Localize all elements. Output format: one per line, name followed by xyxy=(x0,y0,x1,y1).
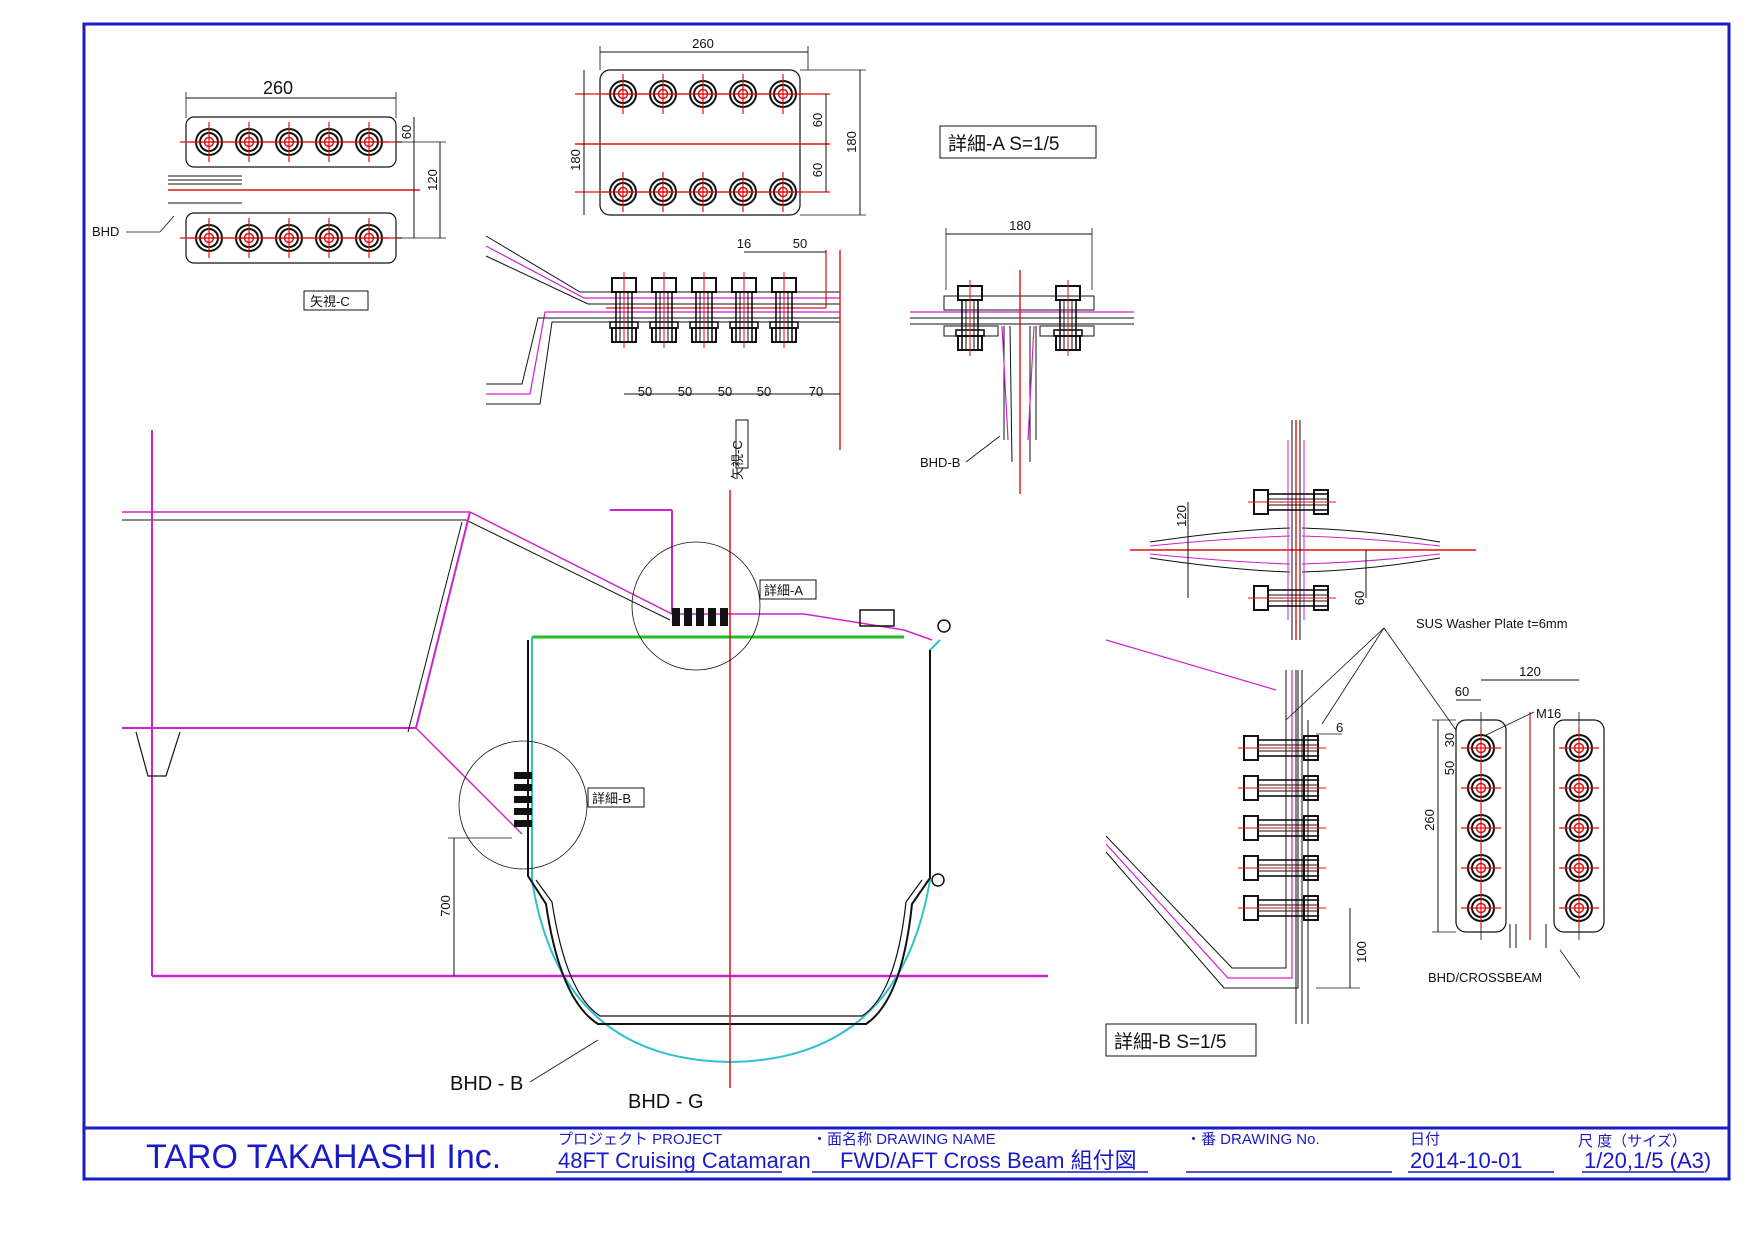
dim-main-700: 700 xyxy=(438,895,453,917)
detail-b-title-box xyxy=(1105,1023,1257,1057)
dim-detb-120: 120 xyxy=(1174,505,1189,527)
dim-sec-16: 16 xyxy=(737,236,751,251)
dim-plate-260: 260 xyxy=(1422,809,1437,831)
dim-deta-180: 180 xyxy=(1009,218,1031,233)
dim-top-left-height: 180 xyxy=(568,149,583,171)
title-detail-b: 詳細-B S=1/5 xyxy=(1114,1031,1226,1053)
detail-b-callout-box xyxy=(587,787,645,808)
label-view-c-arrow: 矢視-C xyxy=(730,440,745,480)
view-c-plan xyxy=(126,92,446,311)
label-bhd-b-small: BHD-B xyxy=(920,455,960,470)
drawing-name-value: FWD/AFT Cross Beam 組付図 xyxy=(840,1148,1137,1173)
dim-sec-50-a: 50 xyxy=(638,384,652,399)
section-bolted-joint xyxy=(485,235,841,450)
detail-a-callout-box xyxy=(759,579,817,600)
dim-top-pitch2: 60 xyxy=(810,163,825,177)
dim-detb-6: 6 xyxy=(1336,720,1343,735)
drawing-no-label: ・番 DRAWING No. xyxy=(1186,1131,1320,1148)
dim-viewc-height: 120 xyxy=(425,169,440,191)
dim-top-pitch1: 60 xyxy=(810,113,825,127)
project-value: 48FT Cruising Catamaran xyxy=(558,1148,811,1173)
dim-viewc-width: 260 xyxy=(263,78,293,98)
sus-washer-leaders xyxy=(1285,627,1457,731)
main-assembly xyxy=(122,419,1048,1088)
label-m16: M16 xyxy=(1536,706,1561,721)
label-view-c-box: 矢視-C xyxy=(310,294,350,309)
label-detail-b-callout: 詳細-B xyxy=(592,791,631,806)
title-detail-a: 詳細-A S=1/5 xyxy=(948,133,1059,155)
sheet-frame xyxy=(82,22,1731,1181)
dim-plate-50: 50 xyxy=(1442,761,1457,775)
title-block: TARO TAKAHASHI Inc. プロジェクト PROJECT 48FT … xyxy=(146,1131,1711,1176)
label-bhd: BHD xyxy=(92,224,119,239)
dim-plate-30: 30 xyxy=(1442,733,1457,747)
scale-value: 1/20,1/5 (A3) xyxy=(1584,1148,1711,1173)
label-bhd-b-main: BHD - B xyxy=(450,1073,523,1095)
detail-b-bulkhead xyxy=(1105,639,1360,1024)
label-detail-a-callout: 詳細-A xyxy=(764,583,803,598)
label-sus-washer: SUS Washer Plate t=6mm xyxy=(1416,616,1568,631)
date-label: 日付 xyxy=(1410,1131,1440,1148)
detail-b-cross xyxy=(1130,420,1476,640)
top-bolt-plan xyxy=(575,46,866,216)
scale-label: 尺 度（サイズ） xyxy=(1578,1133,1687,1150)
label-bhd-crossbeam: BHD/CROSSBEAM xyxy=(1428,970,1542,985)
drawing-name-label: ・面名称 DRAWING NAME xyxy=(812,1131,996,1148)
dim-plate-120: 120 xyxy=(1519,664,1541,679)
dim-sec-50-b: 50 xyxy=(678,384,692,399)
dim-viewc-pitch: 60 xyxy=(399,125,414,139)
label-bhd-g-main: BHD - G xyxy=(628,1091,704,1113)
project-label: プロジェクト PROJECT xyxy=(558,1131,722,1148)
dim-sec-70: 70 xyxy=(809,384,823,399)
date-value: 2014-10-01 xyxy=(1410,1148,1523,1173)
dim-sec-50-top: 50 xyxy=(793,236,807,251)
dim-detb-100: 100 xyxy=(1354,941,1369,963)
dim-sec-50-d: 50 xyxy=(757,384,771,399)
dim-plate-60: 60 xyxy=(1455,684,1469,699)
dim-top-height: 180 xyxy=(844,131,859,153)
dim-sec-50-c: 50 xyxy=(718,384,732,399)
washer-plates xyxy=(1432,679,1605,979)
detail-a-section xyxy=(910,125,1134,494)
company-name: TARO TAKAHASHI Inc. xyxy=(146,1138,501,1176)
dim-detb-60: 60 xyxy=(1352,591,1367,605)
dim-top-width: 260 xyxy=(692,36,714,51)
